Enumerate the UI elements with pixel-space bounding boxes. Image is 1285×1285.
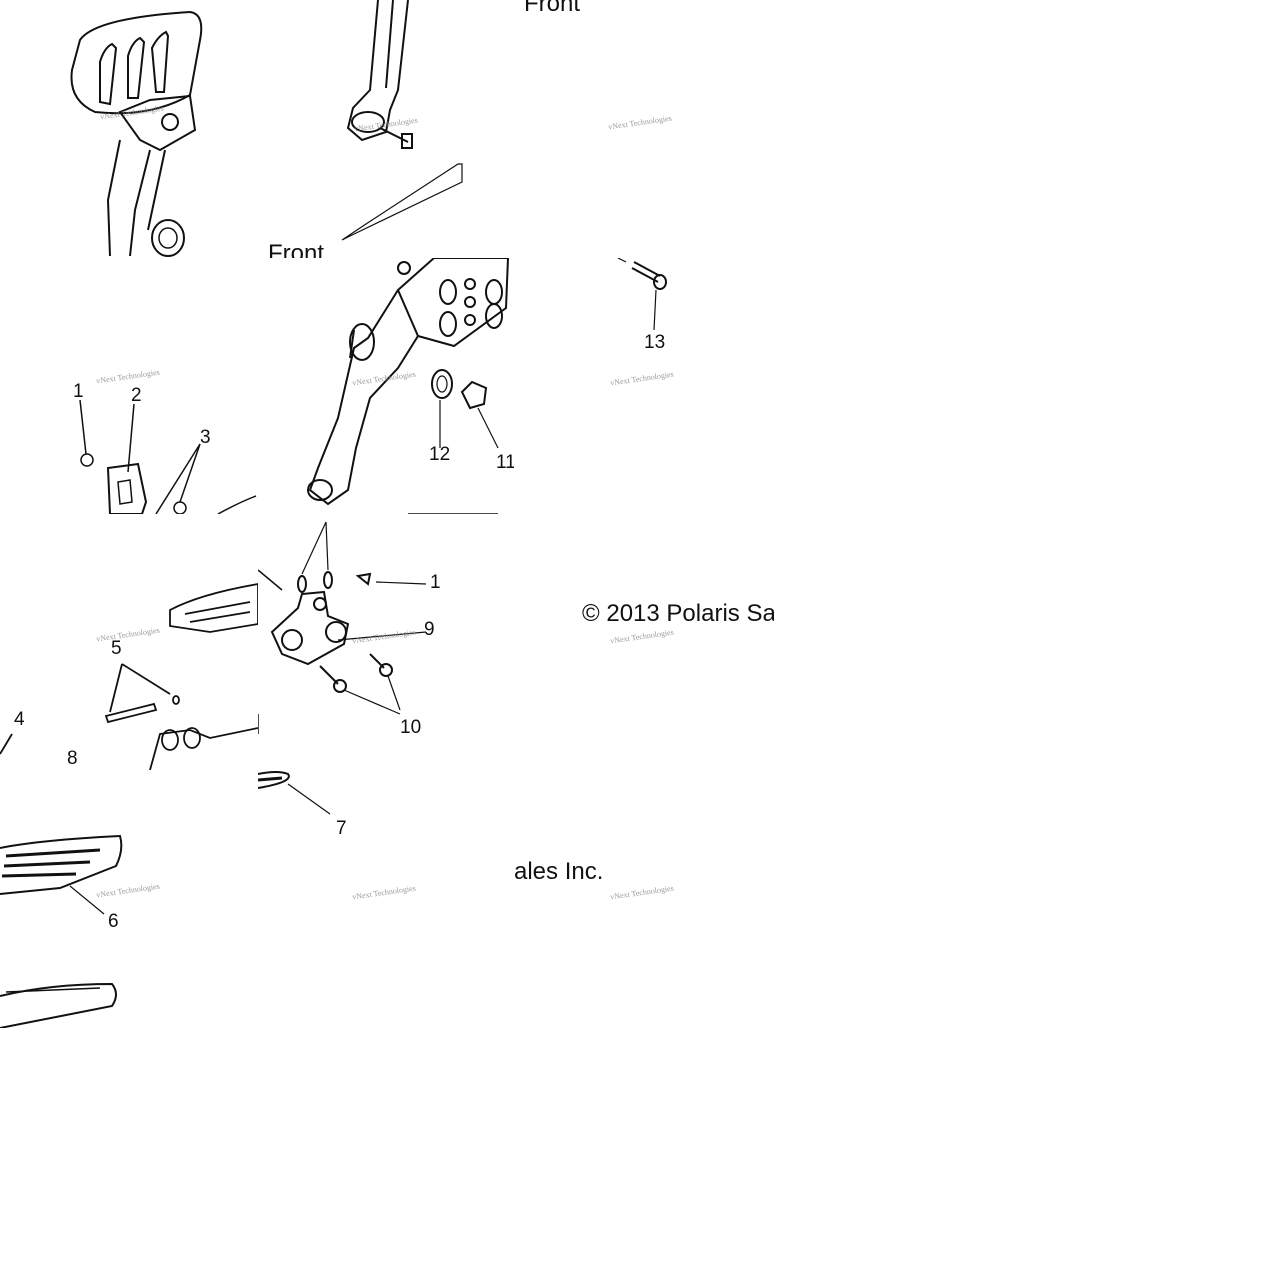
small-parts-drawing: [79, 399, 257, 514]
callout-10: 10: [400, 717, 422, 738]
tile-shift-lever: Front Front: [258, 0, 514, 258]
bracket-drawing: [307, 258, 510, 514]
callout-3: 3: [200, 427, 211, 448]
copyright-right: ales Inc.: [514, 858, 604, 885]
callout-5: 5: [111, 638, 122, 659]
callout-11: 11: [496, 452, 514, 473]
callout-1b: 1: [430, 572, 441, 593]
shift-lever-drawing: [341, 0, 463, 241]
bolt-drawing: [617, 258, 667, 331]
tile-small-parts: 1 2 3: [0, 258, 258, 514]
tile-bracket: 12 11: [258, 258, 514, 514]
tile-floorboard-top: [0, 0, 258, 258]
tile-copyright: © 2013 Polaris Sa: [514, 514, 774, 770]
front-label-mid: Front: [268, 240, 325, 259]
tile-floorboard-7: 7: [258, 770, 514, 1028]
floorboard-6-drawing: [0, 834, 123, 1028]
tile-floorboard-6: 6: [0, 770, 258, 1028]
callout-6: 6: [108, 911, 119, 932]
tile-clamp: 1 9 10: [258, 514, 514, 770]
callout-8: 8: [67, 748, 78, 769]
callout-4: 4: [14, 709, 25, 730]
tile-front-label: Front: [514, 0, 774, 258]
callout-7: 7: [336, 818, 347, 839]
callout-2: 2: [131, 385, 142, 406]
callout-9: 9: [424, 619, 435, 640]
tile-bolt: 13: [514, 258, 774, 514]
floorboard-7-drawing: [258, 771, 331, 815]
copyright-left: © 2013 Polaris Sa: [582, 600, 774, 627]
floorboard-drawing: [70, 10, 203, 257]
callout-13: 13: [644, 332, 666, 353]
front-label-right: Front: [524, 0, 581, 17]
tile-pin: 5 4 8: [0, 514, 258, 770]
clamp-drawing: [258, 521, 427, 734]
callout-12: 12: [429, 444, 451, 465]
pin-drawing: [0, 583, 258, 770]
callout-1a: 1: [73, 381, 84, 402]
tile-copyright-right: ales Inc.: [514, 770, 774, 1028]
